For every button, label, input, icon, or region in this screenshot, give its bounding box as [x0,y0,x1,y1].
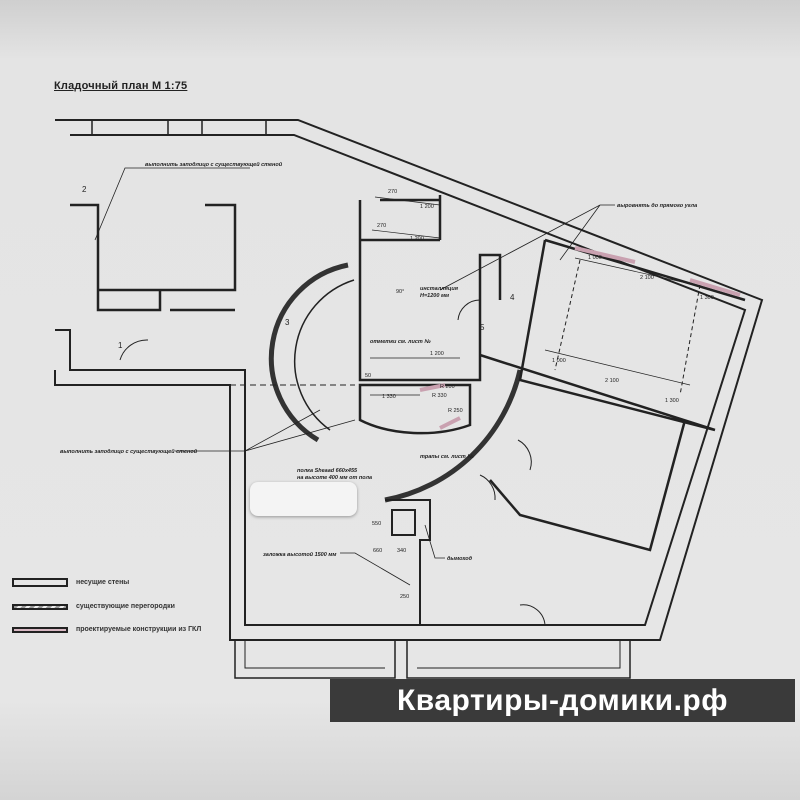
door-mark: 3 [285,318,290,327]
dim: R 330 [432,393,447,399]
dim: 270 [388,189,397,195]
note-chimney: дымоход [447,556,473,562]
dim: 2 100 [605,378,619,384]
legend-bearing-walls: несущие стены [12,578,129,587]
dim: 1 330 [382,394,396,400]
shower-curve [358,383,472,435]
dimension-line [370,196,701,396]
legend-swatch-gkl [12,626,68,633]
door-mark: 5 [480,323,485,332]
dim: 250 [400,594,409,600]
legend-swatch-existing [12,603,68,610]
dim: 1 200 [430,351,444,357]
dim: 1 000 [588,255,602,261]
door-mark: 2 [82,185,87,194]
door-swing [119,339,149,361]
leader-line [439,204,615,291]
curved-partition-inner [293,279,355,431]
door-mark: 1 [118,341,123,350]
dim: 1 000 [552,358,566,364]
door-swing [519,604,546,626]
plan-title: Кладочный план М 1:75 [54,80,188,92]
dim: R 250 [448,408,463,414]
right-room-walls [479,238,746,552]
leader-line [94,167,250,241]
legend-existing-partitions: существующие перегородки [12,603,175,610]
balcony [234,640,631,679]
window [91,119,169,136]
legend-label: проектируемые конструкции из ГКЛ [76,626,202,633]
dim: 1 300 [700,295,714,301]
door-swing [517,439,532,471]
curved-partition [268,262,349,443]
note-laying: заложка высотой 1500 мм [263,551,336,558]
dim: 550 [372,521,381,527]
balcony-inner [244,640,621,669]
legend-label: несущие стены [76,579,130,586]
gkl-right [574,246,741,297]
window [201,119,267,136]
door-swing [457,299,481,321]
door-mark: 4 [510,293,515,302]
dim: 1 200 [420,204,434,210]
wardrobe-lines [554,259,701,396]
dim: 2 100 [640,275,654,281]
dim: 1 300 [665,398,679,404]
dim: 270 [377,223,386,229]
chimney-niche [385,499,431,625]
dim: 660 [373,548,382,554]
note-shelf-1: полка Sheaad 660x455 [297,468,358,474]
dim: 90° [396,289,404,295]
watermark: Квартиры-домики.рф [330,679,795,722]
note-right-angle: выровнять до прямого угла [617,203,697,209]
legend-label: существующие перегородки [76,603,175,610]
note-shelf-2: на высоте 400 мм от пола [297,475,372,481]
note-marks: отметки см. лист № [370,339,431,345]
shower-gkl [419,383,461,430]
corridor-curve [384,369,523,503]
note-drains: трапы см. лист № [420,454,474,460]
blank-label-box [250,482,357,516]
leader-line [340,552,411,586]
note-installation-h: H=1200 мм [420,293,449,299]
note-installation: инсталляция [420,286,459,292]
legend-gkl: проектируемые конструкции из ГКЛ [12,626,201,633]
dim: R 200 [440,384,455,390]
door-swing [479,474,496,501]
dim: 1 200 [410,236,424,242]
legend-swatch-bearing [12,578,68,587]
outer-wall-inner-line [55,134,747,626]
note-flush-left: выполнить заподлицо с существующей стено… [60,448,198,455]
bath-walls [70,203,237,312]
note-flush-top: выполнить заподлицо с существующей стено… [145,161,283,168]
leader-line [424,524,445,559]
dim: 340 [397,548,406,554]
dim: 50 [365,373,371,379]
central-bath-walls [358,195,502,382]
leader-line [175,409,356,452]
